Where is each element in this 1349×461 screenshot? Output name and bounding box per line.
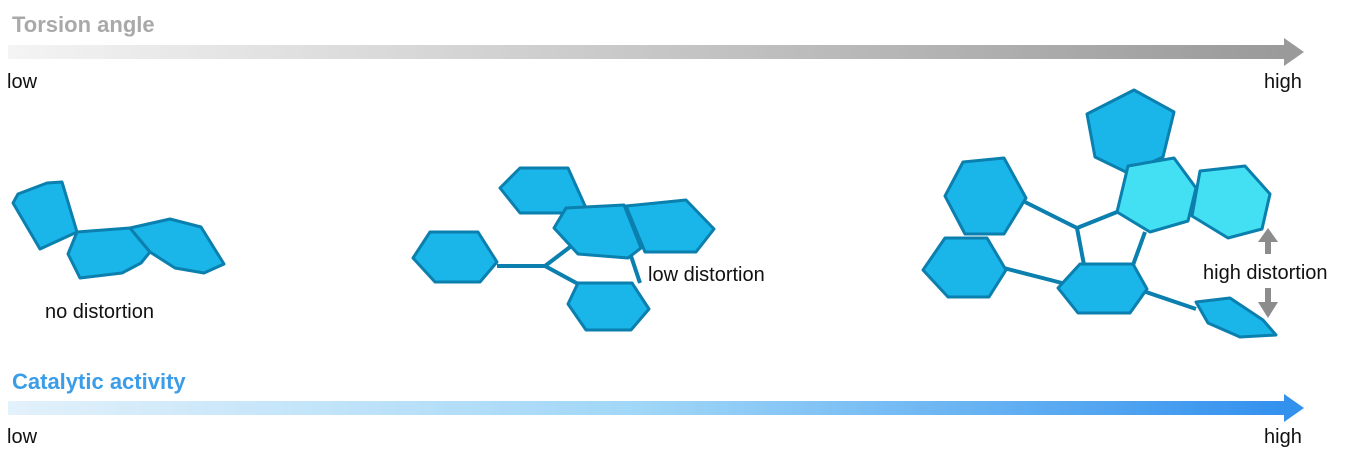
catalytic-low-label: low	[7, 426, 38, 448]
bond	[1131, 231, 1147, 266]
bond	[544, 264, 581, 287]
low-distortion-label: low distortion	[648, 264, 765, 286]
hexagon	[566, 281, 651, 332]
hexagon	[1115, 156, 1198, 234]
no-distortion-label: no distortion	[45, 301, 154, 323]
bond	[1139, 288, 1197, 311]
hexagon	[943, 156, 1028, 236]
hexagon	[411, 230, 499, 284]
distortion-up-arrow-icon	[1258, 228, 1278, 254]
torsion-high-label: high	[1264, 71, 1302, 93]
bond	[543, 245, 572, 268]
bond	[1024, 200, 1078, 230]
torsion-angle-title: Torsion angle	[12, 12, 155, 37]
hexagon	[1085, 88, 1176, 175]
molecule-no-distortion	[11, 180, 226, 280]
hexagon	[1190, 164, 1272, 240]
catalytic-arrow	[8, 394, 1304, 422]
hexagon	[1194, 296, 1278, 339]
hexagon	[128, 217, 226, 275]
molecule-high-distortion	[921, 88, 1278, 339]
bond	[1075, 227, 1086, 266]
bond	[999, 265, 1063, 285]
distortion-down-arrow-icon	[1258, 288, 1278, 318]
hexagon	[11, 180, 79, 251]
hexagon	[1056, 262, 1149, 315]
hexagon	[552, 203, 643, 260]
catalytic-activity-title: Catalytic activity	[12, 369, 186, 394]
catalytic-high-label: high	[1264, 426, 1302, 448]
hexagon	[921, 236, 1008, 299]
torsion-arrow	[8, 38, 1304, 66]
torsion-low-label: low	[7, 71, 38, 93]
hexagon	[624, 198, 716, 254]
bond	[1076, 210, 1118, 230]
high-distortion-label: high distortion	[1203, 262, 1328, 284]
molecule-low-distortion	[411, 166, 716, 332]
